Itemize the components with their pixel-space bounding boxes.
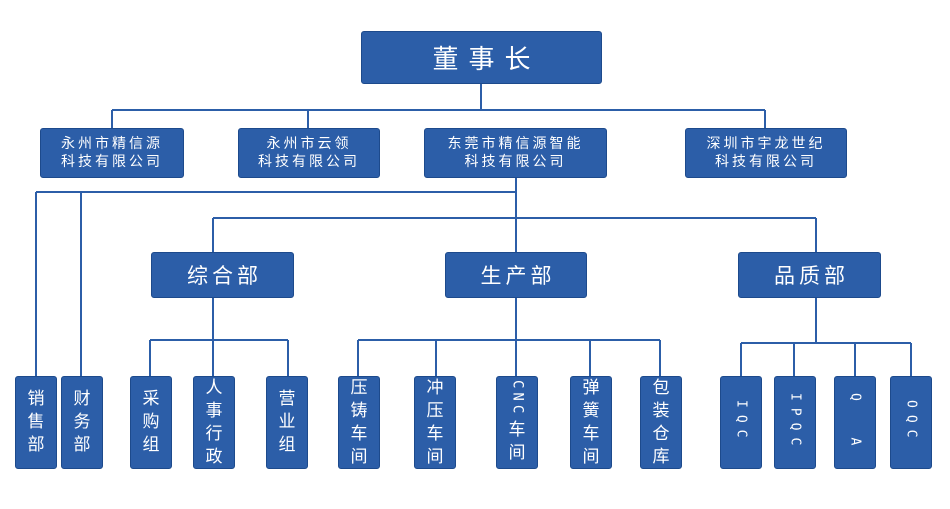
unit-char: 人 xyxy=(205,377,223,398)
unit-char: 簧 xyxy=(582,400,600,421)
company-shenzhen-yulong: 深圳市宇龙世纪 科技有限公司 xyxy=(685,128,847,178)
unit-sales: 销 售 部 xyxy=(15,376,57,469)
unit-char: 行 xyxy=(205,423,223,444)
unit-char: 间 xyxy=(426,446,444,467)
unit-char: 车 xyxy=(508,420,526,441)
unit-char: 车 xyxy=(582,423,600,444)
unit-char: 弹 xyxy=(582,377,600,398)
dept-production: 生产部 xyxy=(445,252,587,298)
dept-quality: 品质部 xyxy=(738,252,881,298)
unit-char: 铸 xyxy=(350,400,368,421)
unit-business: 营 业 组 xyxy=(266,376,308,469)
unit-hr-admin: 人 事 行 政 xyxy=(193,376,235,469)
company-name-line1: 永州市精信源 xyxy=(61,136,163,152)
unit-packaging-warehouse: 包 装 仓 库 xyxy=(640,376,682,469)
unit-char: 事 xyxy=(205,400,223,421)
unit-cnc: CNC 车 间 xyxy=(496,376,538,469)
unit-char: 间 xyxy=(582,446,600,467)
company-dongguan-jingxinyuan: 东莞市精信源智能 科技有限公司 xyxy=(424,128,607,178)
dept-general: 综合部 xyxy=(151,252,294,298)
unit-char: CNC xyxy=(509,379,526,418)
company-name-line1: 永州市云领 xyxy=(266,136,352,152)
unit-char: 间 xyxy=(350,446,368,467)
unit-char: 营 xyxy=(278,389,296,409)
dept-quality-label: 品质部 xyxy=(774,264,849,288)
company-yongzhou-jingxinyuan: 永州市精信源 科技有限公司 xyxy=(40,128,184,178)
unit-char: 间 xyxy=(508,443,526,464)
unit-char: 库 xyxy=(652,446,670,467)
unit-char: 部 xyxy=(73,435,91,455)
unit-char: 组 xyxy=(278,435,296,455)
unit-oqc: OQC xyxy=(890,376,932,469)
company-name-line1: 深圳市宇龙世纪 xyxy=(706,136,826,152)
unit-char: 销 xyxy=(27,389,45,409)
unit-iqc-label: IQC xyxy=(733,400,749,445)
unit-char: 财 xyxy=(73,389,91,409)
unit-char: 仓 xyxy=(652,423,670,444)
unit-char: 务 xyxy=(73,412,91,432)
unit-char: 购 xyxy=(142,412,160,432)
unit-char: 车 xyxy=(350,423,368,444)
unit-qa: Q A xyxy=(834,376,876,469)
company-name-line2: 科技有限公司 xyxy=(464,154,567,170)
unit-stamping: 冲 压 车 间 xyxy=(414,376,456,469)
unit-oqc-label: OQC xyxy=(903,400,919,445)
unit-ipqc: IPQC xyxy=(774,376,816,469)
company-yongzhou-yunling: 永州市云领 科技有限公司 xyxy=(238,128,380,178)
unit-char: 冲 xyxy=(426,377,444,398)
unit-char: 部 xyxy=(27,435,45,455)
unit-qa-label: Q A xyxy=(847,392,863,453)
dept-general-label: 综合部 xyxy=(187,264,262,288)
unit-purchasing: 采 购 组 xyxy=(130,376,172,469)
unit-char: 政 xyxy=(205,446,223,467)
chairman-box: 董事长 xyxy=(361,31,602,84)
unit-char: 售 xyxy=(27,412,45,432)
company-name-line1: 东莞市精信源智能 xyxy=(447,136,584,152)
unit-ipqc-label: IPQC xyxy=(787,392,803,453)
unit-spring: 弹 簧 车 间 xyxy=(570,376,612,469)
company-name-line2: 科技有限公司 xyxy=(715,154,817,170)
unit-char: 车 xyxy=(426,423,444,444)
chairman-title: 董事长 xyxy=(432,45,541,75)
unit-char: 组 xyxy=(142,435,160,455)
unit-char: 装 xyxy=(652,400,670,421)
unit-iqc: IQC xyxy=(720,376,762,469)
dept-production-label: 生产部 xyxy=(480,264,556,288)
company-name-line2: 科技有限公司 xyxy=(61,154,163,170)
unit-char: 压 xyxy=(426,400,444,421)
unit-finance: 财 务 部 xyxy=(61,376,103,469)
unit-char: 采 xyxy=(142,389,160,409)
unit-char: 包 xyxy=(652,377,670,398)
unit-char: 业 xyxy=(278,412,296,432)
unit-die-casting: 压 铸 车 间 xyxy=(338,376,380,469)
company-name-line2: 科技有限公司 xyxy=(258,154,360,170)
unit-char: 压 xyxy=(350,377,368,398)
